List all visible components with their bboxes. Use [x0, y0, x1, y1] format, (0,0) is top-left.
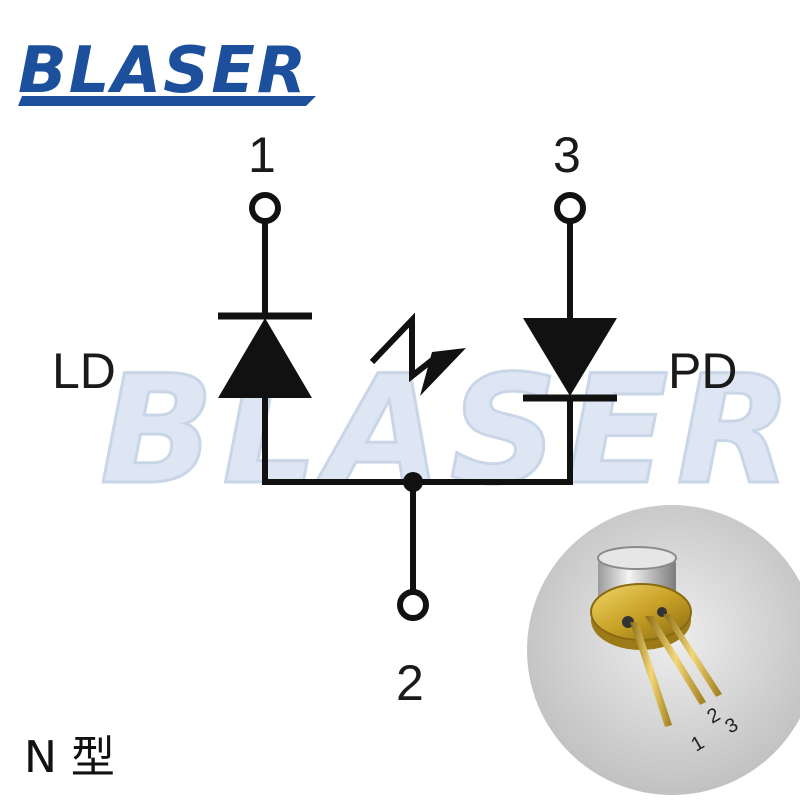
logo-underline [18, 96, 316, 106]
pin1-label: 1 [248, 127, 276, 183]
light-arrow-head [420, 348, 466, 396]
pd-triangle [523, 318, 617, 396]
light-arrow-icon [369, 312, 466, 396]
photo-pin-3 [663, 614, 722, 697]
pin2-terminal [397, 589, 429, 621]
pd-label: PD [668, 343, 737, 399]
photo-pin-2 [645, 616, 706, 705]
pin-terminals [249, 192, 586, 621]
photo-pin-1 [630, 622, 672, 727]
ld-triangle [218, 318, 312, 398]
photo-background [527, 505, 800, 795]
photodiode-symbol [523, 318, 617, 402]
watermark-text: BLASER [100, 344, 800, 518]
photo-cap-top [597, 546, 677, 570]
type-label: N 型 [24, 732, 115, 783]
logo-text: BLASER [18, 34, 308, 108]
pin2-label: 2 [396, 655, 424, 711]
watermark: BLASER [99, 343, 800, 520]
ld-label: LD [52, 343, 116, 399]
junction-dot [403, 472, 423, 492]
pin3-terminal [554, 192, 586, 224]
pin3-label: 3 [553, 127, 581, 183]
pin1-terminal [249, 192, 281, 224]
light-arrow-zigzag [369, 312, 442, 383]
laser-diode-photo: 1 2 3 [522, 505, 800, 800]
laser-diode-symbol [218, 312, 312, 398]
brand-logo: BLASER [18, 34, 316, 108]
